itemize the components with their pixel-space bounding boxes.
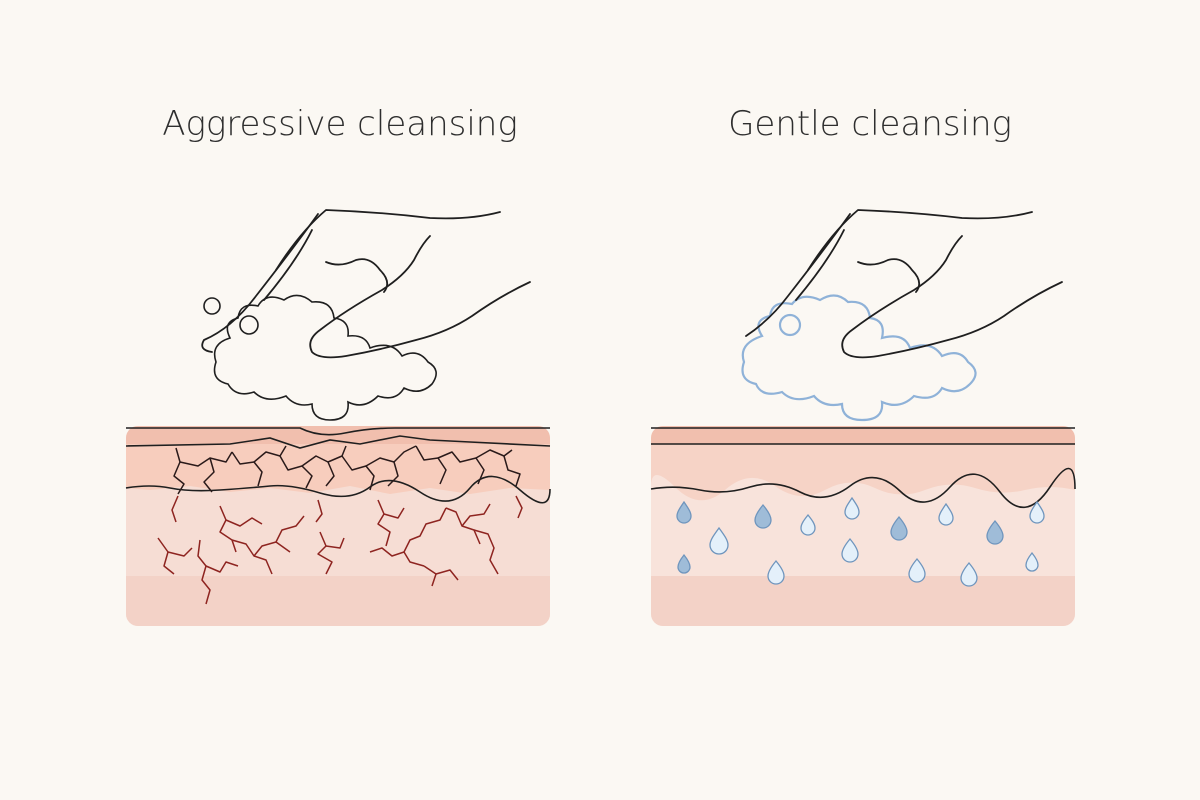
right-hand xyxy=(745,209,1063,359)
right-skin-cross-section xyxy=(651,426,1075,626)
left-hand xyxy=(201,209,531,359)
left-epidermis-bottom-line xyxy=(125,475,551,504)
right-epidermis-bottom-line xyxy=(650,467,1076,509)
left-epidermis-top-line xyxy=(125,435,551,449)
droplet xyxy=(908,557,926,583)
droplet xyxy=(938,502,954,526)
left-surface-cracks xyxy=(173,445,521,495)
droplet xyxy=(844,496,860,520)
right-moisture-droplets xyxy=(676,496,1045,587)
left-deep-layer xyxy=(126,576,550,626)
droplet xyxy=(960,561,978,587)
left-surface-layer xyxy=(126,426,550,444)
left-skin-surface-line xyxy=(126,427,550,436)
right-panel-title: Gentle cleansing xyxy=(728,104,1012,144)
left-panel xyxy=(125,209,551,626)
left-foam xyxy=(203,294,437,421)
left-panel-title: Aggressive cleansing xyxy=(162,104,518,144)
droplet xyxy=(1029,500,1045,524)
right-epidermis-layer xyxy=(651,444,1075,501)
droplet xyxy=(986,519,1004,545)
droplet xyxy=(767,559,785,585)
left-deep-cracks xyxy=(157,495,523,605)
left-epidermis-layer xyxy=(126,444,550,494)
droplet xyxy=(676,500,692,524)
right-deep-layer xyxy=(651,576,1075,626)
droplet xyxy=(890,515,908,541)
left-skin-cross-section xyxy=(126,426,550,626)
droplet xyxy=(709,526,729,555)
droplet xyxy=(754,503,772,529)
droplet xyxy=(1025,551,1039,572)
droplet xyxy=(800,513,816,536)
right-surface-layer xyxy=(651,426,1075,444)
droplet xyxy=(841,537,859,563)
right-panel xyxy=(650,209,1076,626)
droplet xyxy=(677,553,691,574)
